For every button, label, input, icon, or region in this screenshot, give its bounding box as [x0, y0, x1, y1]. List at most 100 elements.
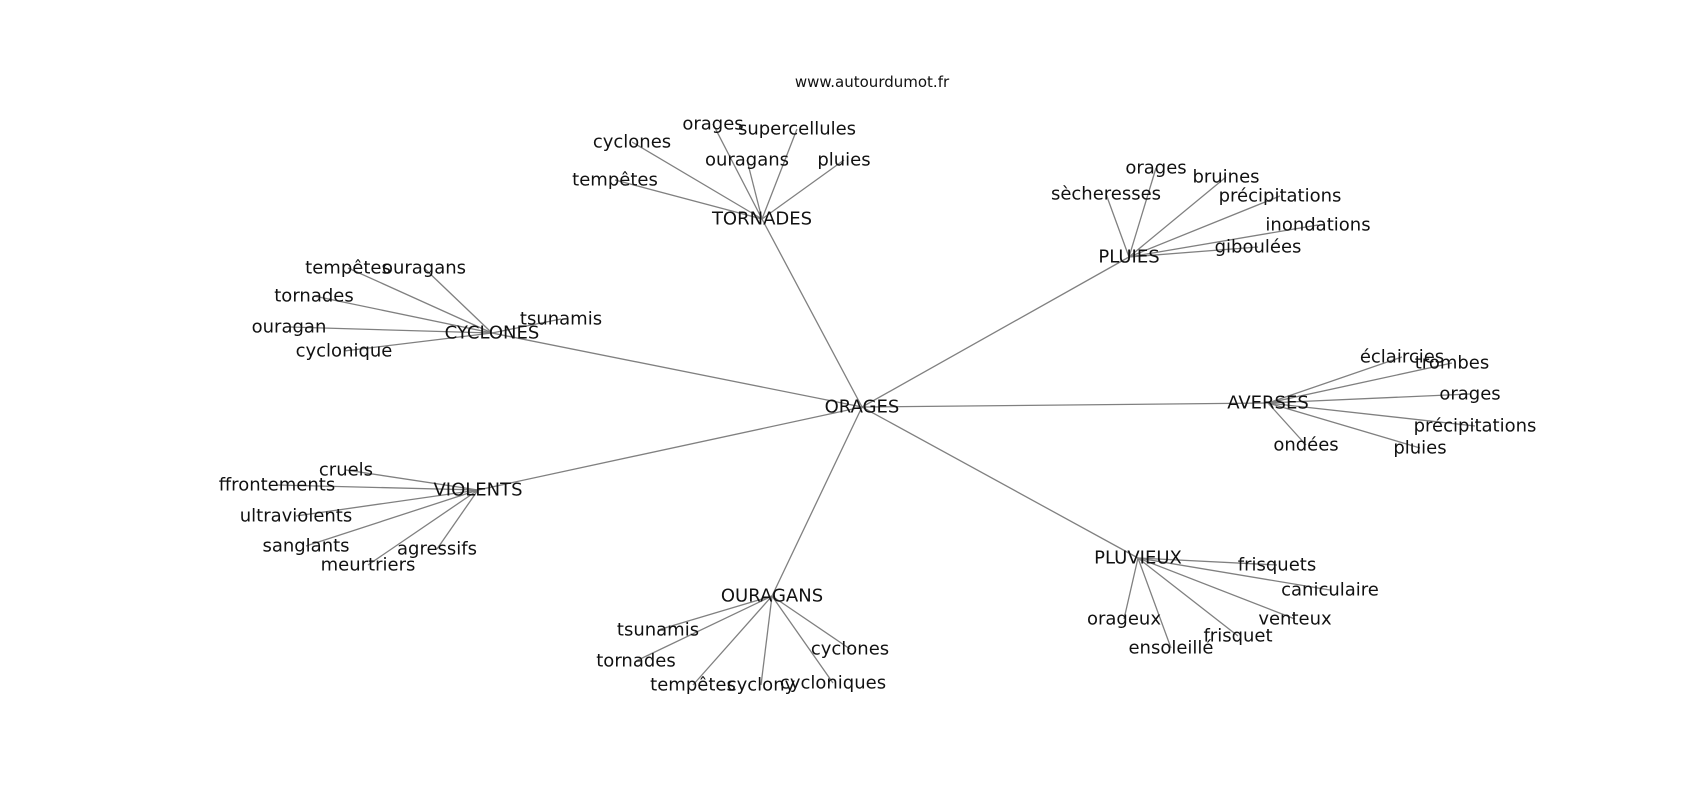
leaf-node-secheresses: sècheresses: [1051, 184, 1161, 205]
edge-pluvieux-caniculaire: [1137, 557, 1331, 591]
leaf-node-tempetes: tempêtes: [650, 675, 736, 696]
edge-ouragans-tsunamis: [657, 595, 773, 631]
edge-averses-eclaircies: [1267, 356, 1403, 404]
leaf-node-caniculaire: caniculaire: [1281, 580, 1379, 601]
edge-ouragans-cyclones: [771, 595, 851, 650]
edge-tornades-ouragans: [746, 159, 763, 220]
leaf-node-cyclones: cyclones: [811, 639, 889, 660]
edge-tornades-pluies: [761, 159, 845, 220]
edge-pluies-bruines: [1128, 176, 1227, 258]
leaf-node-orageux: orageux: [1087, 609, 1161, 630]
leaf-node-cyclony: cyclony: [727, 675, 796, 696]
hub-node-pluies: PLUIES: [1098, 247, 1159, 268]
edge-ouragans-cycloniques: [771, 595, 834, 684]
leaf-node-pluies: pluies: [817, 150, 870, 171]
edge-cyclones-tornades: [313, 295, 493, 334]
hub-node-violents: VIOLENTS: [433, 480, 522, 501]
hub-node-pluvieux: PLUVIEUX: [1094, 548, 1182, 569]
leaf-node-cycloniques: cycloniques: [780, 673, 886, 694]
leaf-node-venteux: venteux: [1258, 609, 1332, 630]
center-node-label: ORAGES: [825, 397, 900, 418]
leaf-node-ensoleille: ensoleillé: [1128, 638, 1213, 659]
hub-node-cyclones: CYCLONES: [445, 323, 540, 344]
edge-averses-orages: [1267, 393, 1471, 404]
edge-center-violents: [477, 406, 863, 491]
edge-tornades-supercellules: [761, 128, 798, 220]
leaf-node-ffrontements: ffrontements: [219, 475, 335, 496]
leaf-node-eclaircies: éclaircies: [1360, 347, 1444, 368]
leaf-node-agressifs: agressifs: [397, 539, 477, 560]
edge-averses-precipitations: [1267, 402, 1476, 427]
leaf-node-frisquet: frisquet: [1203, 626, 1272, 647]
edge-pluvieux-ensoleille: [1137, 557, 1172, 649]
leaf-node-frisquets: frisquets: [1238, 555, 1316, 576]
edge-center-averses: [861, 402, 1269, 408]
edge-pluies-orages: [1128, 167, 1157, 258]
edge-ouragans-cyclony: [760, 595, 773, 686]
edge-center-cyclones: [491, 332, 863, 408]
edge-pluies-precipitations: [1128, 195, 1281, 258]
leaf-node-tempetes: tempêtes: [305, 258, 391, 279]
edge-averses-ondees: [1267, 402, 1307, 446]
leaf-node-cyclones: cyclones: [593, 132, 671, 153]
edge-violents-ffrontements: [276, 484, 479, 491]
leaf-node-precipitations: précipitations: [1219, 186, 1342, 207]
leaf-node-ouragans: ouragans: [382, 258, 466, 279]
leaf-node-cruels: cruels: [319, 460, 373, 481]
hub-node-ouragans: OURAGANS: [721, 586, 823, 607]
edge-violents-ultraviolents: [295, 489, 479, 517]
edge-tornades-tempetes: [614, 179, 763, 220]
edge-pluies-inondations: [1128, 224, 1319, 258]
graph-labels: ORAGESTORNADESoragessupercellulescyclone…: [219, 114, 1537, 696]
edge-cyclones-tsunamis: [491, 318, 562, 334]
edge-cyclones-ouragans: [423, 267, 493, 334]
leaf-node-pluies: pluies: [1393, 438, 1446, 459]
leaf-node-supercellules: supercellules: [738, 119, 856, 140]
edge-ouragans-tempetes: [692, 595, 773, 686]
leaf-node-ultraviolents: ultraviolents: [240, 506, 352, 527]
leaf-node-bruines: bruines: [1192, 167, 1259, 188]
leaf-node-tornades: tornades: [274, 286, 353, 307]
leaf-node-tsunamis: tsunamis: [520, 309, 602, 330]
hub-node-tornades: TORNADES: [711, 209, 812, 230]
leaf-node-tempetes: tempêtes: [572, 170, 658, 191]
leaf-node-tornades: tornades: [596, 651, 675, 672]
leaf-node-orages: orages: [1439, 384, 1500, 405]
edge-center-pluvieux: [861, 406, 1139, 559]
edge-pluies-secheresses: [1105, 193, 1130, 258]
edge-pluvieux-orageux: [1123, 557, 1139, 620]
edge-ouragans-tornades: [635, 595, 773, 662]
edge-violents-cruels: [345, 469, 479, 491]
leaf-node-meurtriers: meurtriers: [321, 555, 416, 576]
edge-averses-pluies: [1267, 402, 1421, 449]
hub-node-averses: AVERSES: [1227, 393, 1309, 414]
leaf-node-trombes: trombes: [1415, 353, 1490, 374]
leaf-node-giboulees: giboulées: [1215, 237, 1302, 258]
leaf-node-ouragans: ouragans: [705, 150, 789, 171]
edge-cyclones-tempetes: [347, 267, 493, 334]
edge-center-tornades: [761, 218, 863, 408]
edge-tornades-orages: [712, 123, 763, 220]
edge-cyclones-cyclonique: [343, 332, 493, 352]
edge-cyclones-ouragan: [288, 326, 493, 334]
leaf-node-inondations: inondations: [1265, 215, 1370, 236]
edge-center-ouragans: [771, 406, 863, 597]
leaf-node-ouragan: ouragan: [252, 317, 327, 338]
leaf-node-precipitations: précipitations: [1414, 416, 1537, 437]
edge-pluvieux-frisquets: [1137, 557, 1278, 566]
site-url: www.autourdumot.fr: [795, 73, 950, 91]
edge-violents-meurtriers: [367, 489, 479, 566]
leaf-node-orages: orages: [682, 114, 743, 135]
leaf-node-cyclonique: cyclonique: [296, 341, 393, 362]
edge-pluvieux-frisquet: [1137, 557, 1239, 637]
leaf-node-ondees: ondées: [1273, 435, 1338, 456]
leaf-node-orages: orages: [1125, 158, 1186, 179]
edge-violents-agressifs: [436, 489, 479, 550]
edge-center-pluies: [861, 256, 1130, 408]
leaf-node-sanglants: sanglants: [262, 536, 349, 557]
edge-violents-sanglants: [305, 489, 479, 547]
leaf-node-tsunamis: tsunamis: [617, 620, 699, 641]
edge-pluvieux-venteux: [1137, 557, 1296, 620]
edge-averses-trombes: [1267, 362, 1453, 404]
